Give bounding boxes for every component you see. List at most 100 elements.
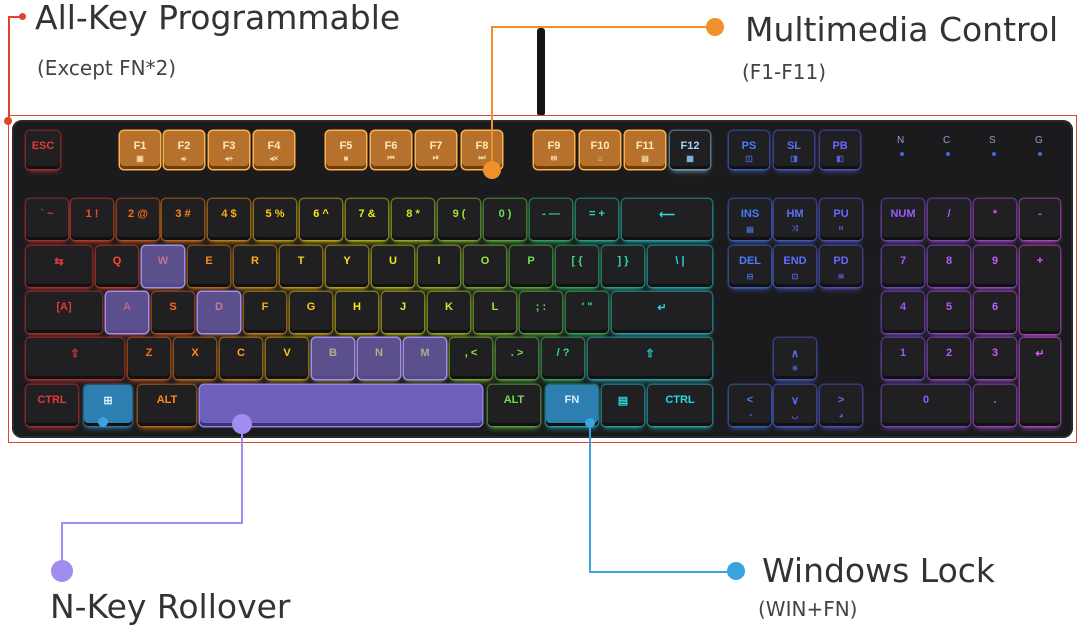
key-f[interactable]: F — [244, 292, 286, 333]
key-ps[interactable]: PS◫ — [729, 131, 769, 169]
key-8[interactable]: 8 * — [392, 199, 434, 240]
key-symbol[interactable]: . — [974, 385, 1016, 426]
key-hm[interactable]: HM⤨ — [774, 199, 816, 240]
key-symbol[interactable]: ` ~ — [26, 199, 68, 240]
key-c[interactable]: C — [220, 338, 262, 379]
key-f1[interactable]: F1▣ — [120, 131, 160, 169]
key-7[interactable]: 7 & — [346, 199, 388, 240]
key-ins[interactable]: INS▤ — [729, 199, 771, 240]
key-symbol[interactable]: / — [928, 199, 970, 240]
key-f4[interactable]: F4◂× — [254, 131, 294, 169]
key-symbol[interactable]: ∧☀ — [774, 338, 816, 379]
key-alt[interactable]: ALT — [138, 385, 196, 426]
key-symbol[interactable]: / ? — [542, 338, 584, 379]
key-o[interactable]: O — [464, 246, 506, 287]
key-alt[interactable]: ALT — [488, 385, 540, 426]
key-6[interactable]: 6 ^ — [300, 199, 342, 240]
key-ctrl[interactable]: CTRL — [26, 385, 78, 426]
key-2[interactable]: 2 @ — [117, 199, 159, 240]
key-n[interactable]: N — [358, 338, 400, 379]
key-r[interactable]: R — [234, 246, 276, 287]
key-x[interactable]: X — [174, 338, 216, 379]
key-symbol[interactable]: ; : — [520, 292, 562, 333]
key-3[interactable]: 3 # — [162, 199, 204, 240]
key-f7[interactable]: F7⏯ — [416, 131, 456, 169]
key-sl[interactable]: SL◨ — [774, 131, 814, 169]
key-7[interactable]: 7 — [882, 246, 924, 287]
key-symbol[interactable]: . > — [496, 338, 538, 379]
key-ctrl[interactable]: CTRL — [648, 385, 712, 426]
key-symbol[interactable]: * — [974, 199, 1016, 240]
key-a[interactable]: A — [106, 292, 148, 333]
key-f5[interactable]: F5■ — [326, 131, 366, 169]
key-pb[interactable]: PB◧ — [820, 131, 860, 169]
key-f6[interactable]: F6⏮ — [371, 131, 411, 169]
key-f12[interactable]: F12▦ — [670, 131, 710, 169]
key-f9[interactable]: F9✉ — [534, 131, 574, 169]
key-9[interactable]: 9 — [974, 246, 1016, 287]
key-f3[interactable]: F3◂+ — [209, 131, 249, 169]
key-esc[interactable]: ESC — [26, 131, 60, 169]
key-del[interactable]: DEL⊟ — [729, 246, 771, 287]
key-z[interactable]: Z — [128, 338, 170, 379]
key-k[interactable]: K — [428, 292, 470, 333]
key-1[interactable]: 1 — [882, 338, 924, 379]
key-symbol[interactable]: - — — [530, 199, 572, 240]
key-symbol[interactable]: ↵ — [1020, 338, 1060, 426]
key-t[interactable]: T — [280, 246, 322, 287]
key-4[interactable]: 4 $ — [208, 199, 250, 240]
key-symbol[interactable]: <◔ — [729, 385, 771, 426]
key-num[interactable]: NUM — [882, 199, 924, 240]
key-l[interactable]: L — [474, 292, 516, 333]
key-symbol[interactable]: ∨◡ — [774, 385, 816, 426]
key-symbol[interactable]: = + — [576, 199, 618, 240]
key-p[interactable]: P — [510, 246, 552, 287]
key-symbol[interactable]: [ { — [556, 246, 598, 287]
key-i[interactable]: I — [418, 246, 460, 287]
key-symbol[interactable]: - — [1020, 199, 1060, 240]
key-symbol[interactable]: ⟵ — [622, 199, 712, 240]
key-0[interactable]: 0 ) — [484, 199, 526, 240]
key-e[interactable]: E — [188, 246, 230, 287]
key-3[interactable]: 3 — [974, 338, 1016, 379]
key-symbol[interactable]: ⊞ — [84, 385, 132, 426]
key-symbol[interactable]: \ | — [648, 246, 712, 287]
key-b[interactable]: B — [312, 338, 354, 379]
key-d[interactable]: D — [198, 292, 240, 333]
key-m[interactable]: M — [404, 338, 446, 379]
key-y[interactable]: Y — [326, 246, 368, 287]
key-g[interactable]: G — [290, 292, 332, 333]
key-a[interactable]: [A] — [26, 292, 102, 333]
key-f11[interactable]: F11▤ — [625, 131, 665, 169]
key-6[interactable]: 6 — [974, 292, 1016, 333]
key-symbol[interactable]: >◕ — [820, 385, 862, 426]
key-q[interactable]: Q — [96, 246, 138, 287]
key-5[interactable]: 5 % — [254, 199, 296, 240]
key-h[interactable]: H — [336, 292, 378, 333]
key-u[interactable]: U — [372, 246, 414, 287]
key-symbol[interactable]: ↵ — [612, 292, 712, 333]
key-symbol[interactable]: ⇆ — [26, 246, 92, 287]
key-2[interactable]: 2 — [928, 338, 970, 379]
key-f2[interactable]: F2◂- — [164, 131, 204, 169]
key-symbol[interactable]: ⇧ — [26, 338, 124, 379]
key-symbol[interactable]: + — [1020, 246, 1060, 334]
key-4[interactable]: 4 — [882, 292, 924, 333]
key-symbol[interactable]: , < — [450, 338, 492, 379]
key-end[interactable]: END⊡ — [774, 246, 816, 287]
key-s[interactable]: S — [152, 292, 194, 333]
key-0[interactable]: 0 — [882, 385, 970, 426]
key-w[interactable]: W — [142, 246, 184, 287]
key-symbol[interactable]: ] } — [602, 246, 644, 287]
key-j[interactable]: J — [382, 292, 424, 333]
key-f10[interactable]: F10⌂ — [580, 131, 620, 169]
key-8[interactable]: 8 — [928, 246, 970, 287]
key-symbol[interactable]: ' " — [566, 292, 608, 333]
key-v[interactable]: V — [266, 338, 308, 379]
key-9[interactable]: 9 ( — [438, 199, 480, 240]
key-5[interactable]: 5 — [928, 292, 970, 333]
key-symbol[interactable]: ▤ — [602, 385, 644, 426]
key-pd[interactable]: PD≋ — [820, 246, 862, 287]
key-symbol[interactable]: ⇧ — [588, 338, 712, 379]
